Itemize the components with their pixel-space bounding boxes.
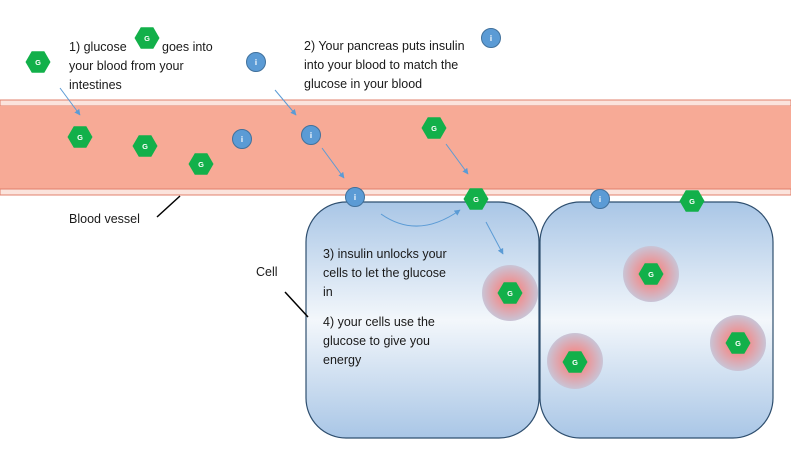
flow-arrows (59, 87, 504, 255)
glucose-icon: G (421, 117, 447, 139)
leader-blood-vessel (156, 195, 181, 218)
svg-text:G: G (507, 289, 513, 298)
glucose-icon: G (463, 188, 489, 210)
svg-text:G: G (77, 133, 83, 142)
vessel-top-wall (0, 99, 791, 107)
svg-text:G: G (144, 34, 150, 43)
svg-text:G: G (689, 197, 695, 206)
insulin-icon: i (246, 52, 266, 72)
insulin-icon: i (481, 28, 501, 48)
insulin-icon: i (590, 189, 610, 209)
arrow-glucose-to-cell (445, 143, 469, 175)
svg-text:G: G (198, 160, 204, 169)
svg-text:i: i (490, 34, 492, 43)
svg-text:G: G (473, 195, 479, 204)
arrow-insulin-into-blood (274, 89, 297, 116)
step4-text: 4) your cells use the glucose to give yo… (323, 315, 435, 367)
step3-text: 3) insulin unlocks your cells to let the… (323, 247, 447, 299)
glucose-icon: G (725, 332, 751, 354)
step2-text: 2) Your pancreas puts insulin into your … (304, 39, 465, 91)
insulin-icon: i (232, 129, 252, 149)
cell-left (305, 201, 540, 439)
svg-text:i: i (241, 135, 243, 144)
glucose-icon: G (497, 282, 523, 304)
glucose-icon: G (132, 135, 158, 157)
blood-vessel-label: Blood vessel (69, 212, 140, 226)
svg-text:i: i (310, 131, 312, 140)
leader-cell (284, 291, 309, 318)
svg-text:i: i (354, 193, 356, 202)
svg-text:G: G (572, 358, 578, 367)
cell-right (539, 201, 774, 439)
glucose-icon: G (25, 51, 51, 73)
cell-label: Cell (256, 265, 278, 279)
svg-text:i: i (599, 195, 601, 204)
svg-text:G: G (735, 339, 741, 348)
arrow-insulin-to-cell (321, 147, 345, 179)
vessel-lumen (0, 106, 791, 189)
molecule-markers: G G G G G G G G G G G Gi i i i i i (25, 27, 751, 373)
svg-text:G: G (431, 124, 437, 133)
glucose-icon: G (67, 126, 93, 148)
blood-vessel (0, 99, 791, 196)
svg-text:G: G (35, 58, 41, 67)
arrow-glucose-enters-cell (485, 221, 504, 255)
step1-text-a: 1) glucose (69, 40, 127, 54)
step1-text-b: goes into your blood from your intestine… (69, 40, 213, 92)
arrow-insulin-unlocks (380, 209, 461, 227)
insulin-icon: i (301, 125, 321, 145)
glucose-icon: G (134, 27, 160, 49)
svg-text:G: G (142, 142, 148, 151)
arrow-glucose-into-blood (59, 87, 81, 116)
glucose-icon: G (188, 153, 214, 175)
glucose-icon: G (679, 190, 705, 212)
insulin-icon: i (345, 187, 365, 207)
svg-text:G: G (648, 270, 654, 279)
glucose-icon: G (638, 263, 664, 285)
glucose-icon: G (562, 351, 588, 373)
vessel-bottom-wall (0, 188, 791, 196)
svg-text:i: i (255, 58, 257, 67)
